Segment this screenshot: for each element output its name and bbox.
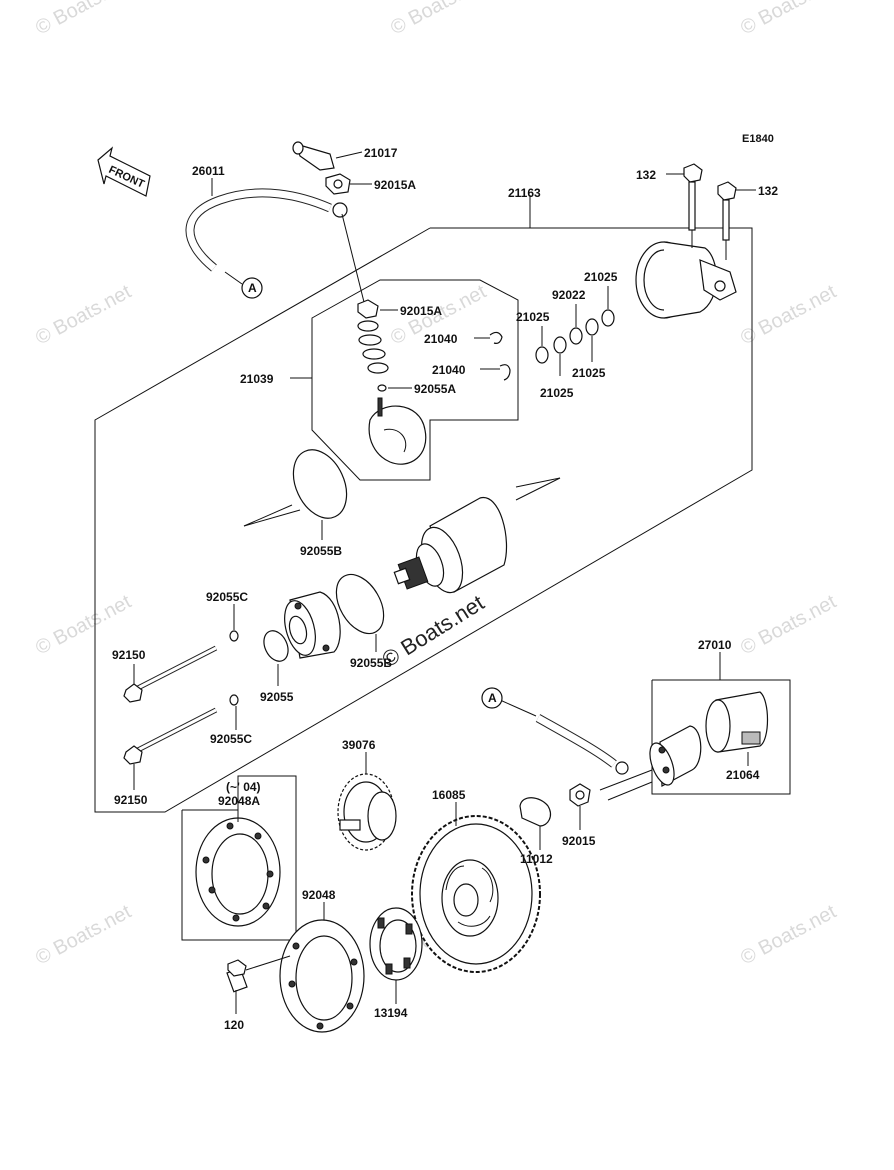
label-132-right: 132 <box>758 184 778 198</box>
part-brush-plate <box>368 397 427 465</box>
label-132-left: 132 <box>636 168 656 182</box>
label-92022: 92022 <box>552 288 586 302</box>
label-21040-b: 21040 <box>432 363 466 377</box>
background-watermarks: © Boats.net © Boats.net © Boats.net © Bo… <box>32 0 840 969</box>
part-21064-solenoid-cap <box>705 691 769 753</box>
assembly-outline-21163 <box>94 227 753 813</box>
part-92055c-ring-bottom <box>229 694 239 706</box>
part-21040-clips <box>489 331 511 381</box>
watermark-text: © Boats.net <box>737 901 840 970</box>
part-92048a-flange <box>195 817 281 927</box>
watermark-text: © Boats.net <box>387 0 490 39</box>
note-label: (~' 04) <box>226 780 261 794</box>
part-92150-bolts <box>123 645 218 765</box>
label-26011: 26011 <box>192 164 225 178</box>
part-solenoid-cable <box>535 714 629 775</box>
watermark-text: © Boats.net <box>32 0 135 39</box>
label-21064: 21064 <box>726 768 760 782</box>
callout-a-left <box>241 277 263 299</box>
assembly-outline-21039 <box>311 279 519 481</box>
label-27010: 27010 <box>698 638 732 652</box>
part-26011-cable <box>185 188 348 272</box>
label-92150-bottom: 92150 <box>114 793 148 807</box>
part-92015a-nut-top <box>325 173 351 195</box>
label-92015a-top: 92015A <box>374 178 416 192</box>
part-shim-washers <box>535 309 615 364</box>
part-washer-stack <box>357 299 389 392</box>
label-120: 120 <box>224 1018 244 1032</box>
label-21025-b: 21025 <box>516 310 550 324</box>
label-21039: 21039 <box>240 372 274 386</box>
part-92055c-ring-top <box>229 630 239 642</box>
part-front-cover <box>284 591 341 659</box>
label-21040-a: 21040 <box>424 332 458 346</box>
watermark-text: © Boats.net <box>737 0 840 39</box>
label-92015: 92015 <box>562 834 596 848</box>
part-92055b-oring-top <box>292 449 348 519</box>
watermark-text: © Boats.net <box>737 281 840 350</box>
part-132-bolts <box>683 163 737 241</box>
part-starter-motor-armature <box>393 497 508 594</box>
part-21017-cap <box>292 141 335 171</box>
label-21025-c: 21025 <box>572 366 606 380</box>
label-92055c-top: 92055C <box>206 590 248 604</box>
label-21017: 21017 <box>364 146 398 160</box>
label-11012: 11012 <box>520 852 553 866</box>
callout-a-right-label: A <box>488 691 497 705</box>
part-92048-flange <box>279 919 365 1033</box>
front-arrow-icon: FRONT <box>97 146 151 197</box>
label-92048a: 92048A <box>218 794 260 808</box>
label-16085: 16085 <box>432 788 466 802</box>
diagram-code: E1840 <box>742 133 774 145</box>
part-end-cover <box>635 241 737 319</box>
label-92055b-top: 92055B <box>300 544 342 558</box>
part-92055b-oring-bottom <box>335 573 385 635</box>
watermark-text: © Boats.net <box>32 901 135 970</box>
label-92055c-bottom: 92055C <box>210 732 252 746</box>
watermark-text: © Boats.net <box>737 591 840 660</box>
callout-a-right <box>481 687 503 709</box>
label-21025-d: 21025 <box>540 386 574 400</box>
label-92055: 92055 <box>260 690 294 704</box>
label-13194: 13194 <box>374 1006 408 1020</box>
label-21163: 21163 <box>508 186 541 200</box>
label-92048: 92048 <box>302 888 336 902</box>
part-16085-starter-gear <box>411 815 541 973</box>
part-solenoid <box>649 725 702 787</box>
part-11012-cap <box>519 797 552 827</box>
part-120-bolt <box>226 959 248 993</box>
label-92055b-bottom: 92055B <box>350 656 392 670</box>
center-watermark: © Boats.net <box>377 590 488 672</box>
part-13194-one-way-clutch <box>369 907 423 981</box>
part-39076-idle-gear <box>337 773 397 851</box>
label-21025-a: 21025 <box>584 270 618 284</box>
callout-a-left-label: A <box>248 281 257 295</box>
part-92055-oring <box>263 630 289 662</box>
label-92015a-mid: 92015A <box>400 304 442 318</box>
part-92015-nut <box>569 783 591 807</box>
watermark-text: © Boats.net <box>32 281 135 350</box>
label-39076: 39076 <box>342 738 376 752</box>
label-92055a: 92055A <box>414 382 456 396</box>
label-92150-top: 92150 <box>112 648 146 662</box>
